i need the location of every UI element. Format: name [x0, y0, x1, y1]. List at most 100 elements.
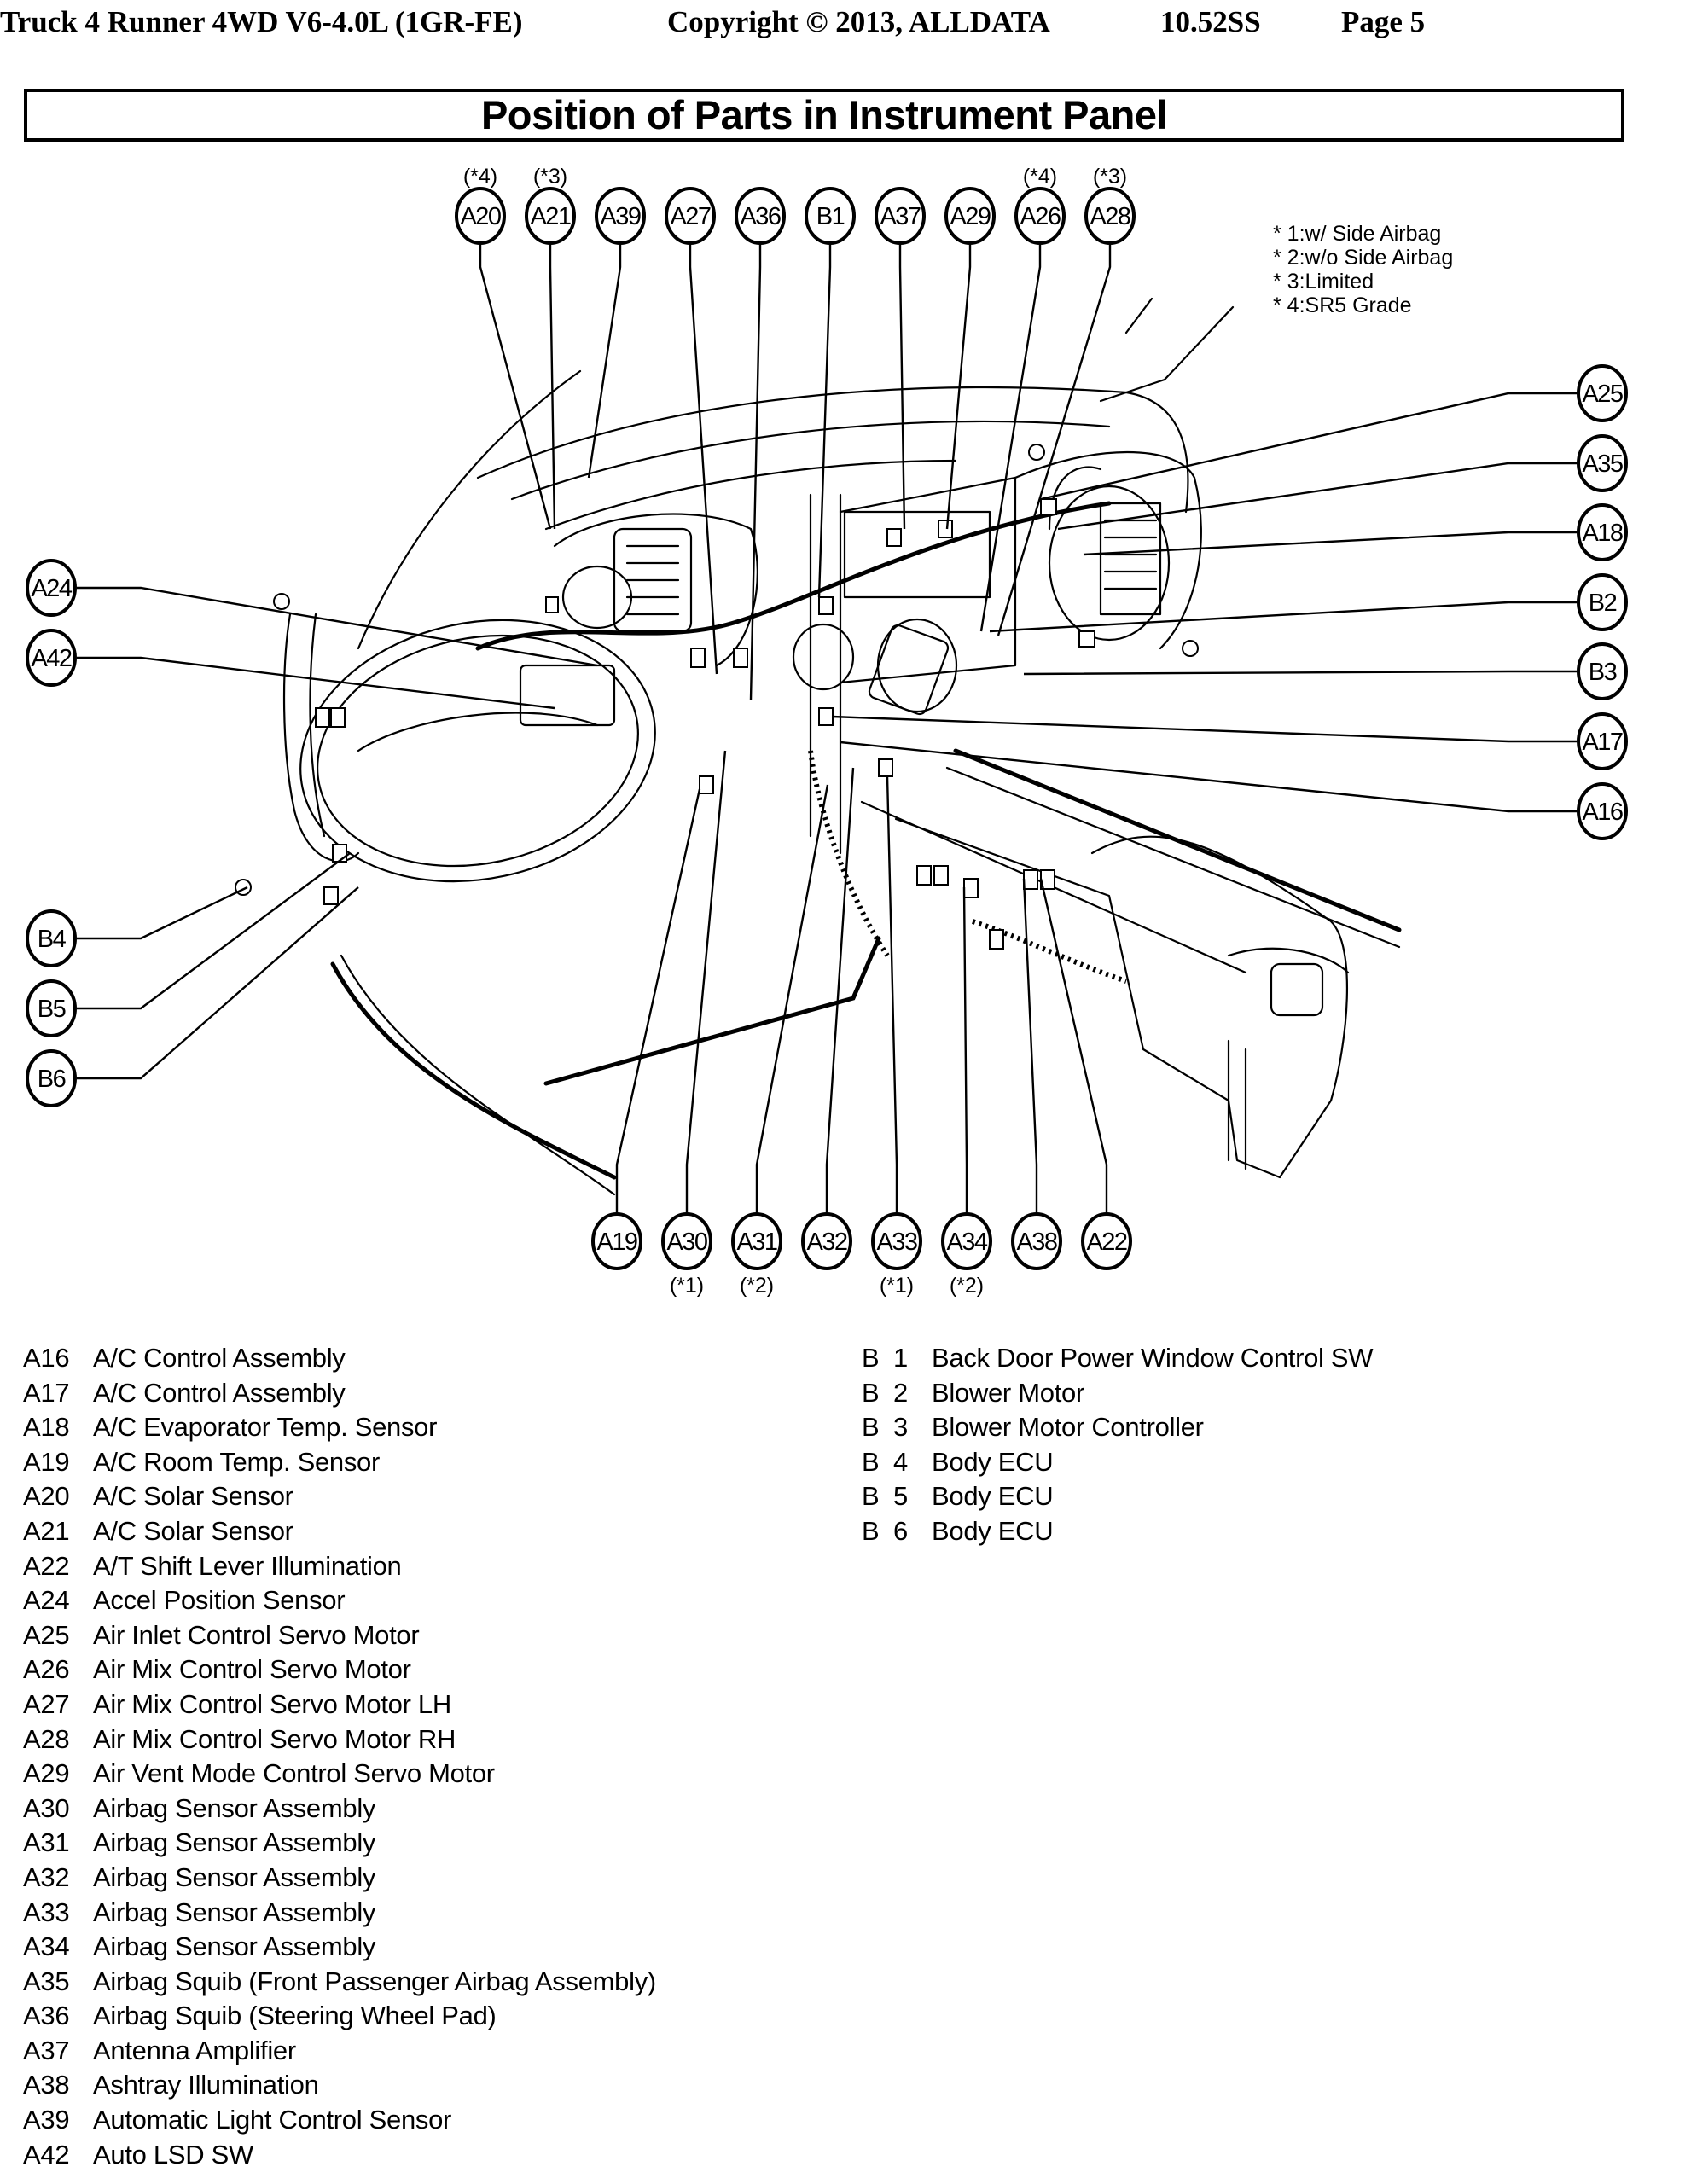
callout-circle: [1577, 782, 1628, 840]
leader-a31: [755, 784, 829, 1216]
part-name: Airbag Sensor Assembly: [93, 1792, 376, 1823]
leader-a42: [77, 656, 555, 710]
callout-circle: [875, 187, 926, 245]
page-title: Position of Parts in Instrument Panel: [24, 89, 1624, 142]
part-name: A/C Evaporator Temp. Sensor: [93, 1412, 438, 1443]
callout-circle: [1577, 642, 1628, 700]
callout-circle: [1577, 364, 1628, 422]
callout-a33: A33: [871, 1212, 922, 1270]
callout-a37: A37: [875, 187, 926, 245]
callout-a42: A42: [26, 629, 77, 687]
part-code: A24: [23, 1585, 70, 1616]
vehicle-info: Truck 4 Runner 4WD V6-4.0L (1GR-FE): [0, 5, 523, 38]
part-name: Blower Motor Controller: [932, 1412, 1204, 1443]
part-code: A29: [23, 1758, 70, 1789]
callout-label: A42: [31, 645, 71, 672]
leader-b1: [817, 241, 832, 598]
callout-label: A37: [880, 203, 920, 230]
part-name: A/C Solar Sensor: [93, 1515, 293, 1546]
part-code: B 1: [862, 1343, 908, 1373]
part-code: A33: [23, 1896, 70, 1927]
part-name: Airbag Squib (Steering Wheel Pad): [93, 2001, 497, 2031]
callout-circle: [26, 559, 77, 617]
part-code: B 5: [862, 1481, 908, 1512]
callout-b1: B1: [805, 187, 856, 245]
callout-a27: A27: [665, 187, 716, 245]
part-row: A24 Accel Position Sensor: [23, 1583, 656, 1618]
version: 10.52SS: [1160, 5, 1261, 38]
callout-b3: B3: [1577, 642, 1628, 700]
leader-a36: [749, 241, 762, 700]
callout-label: A39: [600, 203, 640, 230]
callout-note: (*4): [1023, 165, 1057, 189]
part-name: Body ECU: [932, 1481, 1054, 1512]
callout-a34: A34: [941, 1212, 992, 1270]
callout-a32: A32: [801, 1212, 852, 1270]
part-code: A30: [23, 1792, 70, 1823]
part-name: Antenna Amplifier: [93, 2035, 296, 2065]
leader-a19: [615, 788, 701, 1216]
part-name: Accel Position Sensor: [93, 1585, 346, 1616]
part-code: A19: [23, 1446, 70, 1477]
part-code: A21: [23, 1515, 70, 1546]
callout-a22: A22: [1081, 1212, 1132, 1270]
part-code: A18: [23, 1412, 70, 1443]
part-code: A27: [23, 1688, 70, 1719]
callout-note: (*3): [1093, 165, 1127, 189]
callout-circle: [871, 1212, 922, 1270]
part-row: A19 A/C Room Temp. Sensor: [23, 1445, 656, 1480]
leader-a37: [898, 241, 906, 530]
callout-a30: A30: [661, 1212, 712, 1270]
callout-label: A18: [1582, 520, 1622, 547]
callout-circle: [26, 629, 77, 687]
leader-a27: [689, 241, 718, 675]
part-name: Air Vent Mode Control Servo Motor: [93, 1758, 495, 1789]
part-name: Back Door Power Window Control SW: [932, 1343, 1374, 1373]
callout-label: A34: [946, 1228, 987, 1256]
leader-a28: [997, 241, 1112, 636]
callout-b5: B5: [26, 979, 77, 1037]
leader-a35: [1057, 462, 1577, 531]
callout-circle: [591, 1212, 642, 1270]
part-name: A/T Shift Lever Illumination: [93, 1550, 402, 1581]
part-code: A42: [23, 2139, 70, 2169]
leader-a26: [979, 241, 1042, 632]
leader-a33: [886, 775, 898, 1216]
callout-label: A31: [736, 1228, 776, 1256]
callout-circle: [731, 1212, 782, 1270]
callout-label: A38: [1016, 1228, 1056, 1256]
part-name: A/C Control Assembly: [93, 1377, 346, 1408]
part-code: A16: [23, 1343, 70, 1373]
callout-a35: A35: [1577, 434, 1628, 492]
callout-circle: [1577, 503, 1628, 561]
part-row: B 5 Body ECU: [862, 1479, 1373, 1514]
callout-note: (*3): [533, 165, 567, 189]
part-code: A35: [23, 1966, 70, 1996]
callout-circle: [665, 187, 716, 245]
part-name: A/C Room Temp. Sensor: [93, 1446, 380, 1477]
callout-a24: A24: [26, 559, 77, 617]
callout-label: A16: [1582, 799, 1622, 826]
callout-label: B4: [38, 926, 67, 953]
callout-circle: [26, 1049, 77, 1107]
part-code: A17: [23, 1377, 70, 1408]
callout-label: A26: [1020, 203, 1060, 230]
callout-a36: A36: [735, 187, 786, 245]
leader-a29: [945, 241, 972, 530]
page-header: Truck 4 Runner 4WD V6-4.0L (1GR-FE) Copy…: [0, 0, 1691, 44]
callout-a20: A20: [455, 187, 506, 245]
part-code: A34: [23, 1931, 70, 1962]
callout-circle: [1577, 434, 1628, 492]
callout-label: A19: [596, 1228, 636, 1256]
part-name: Ashtray Illumination: [93, 2070, 319, 2100]
